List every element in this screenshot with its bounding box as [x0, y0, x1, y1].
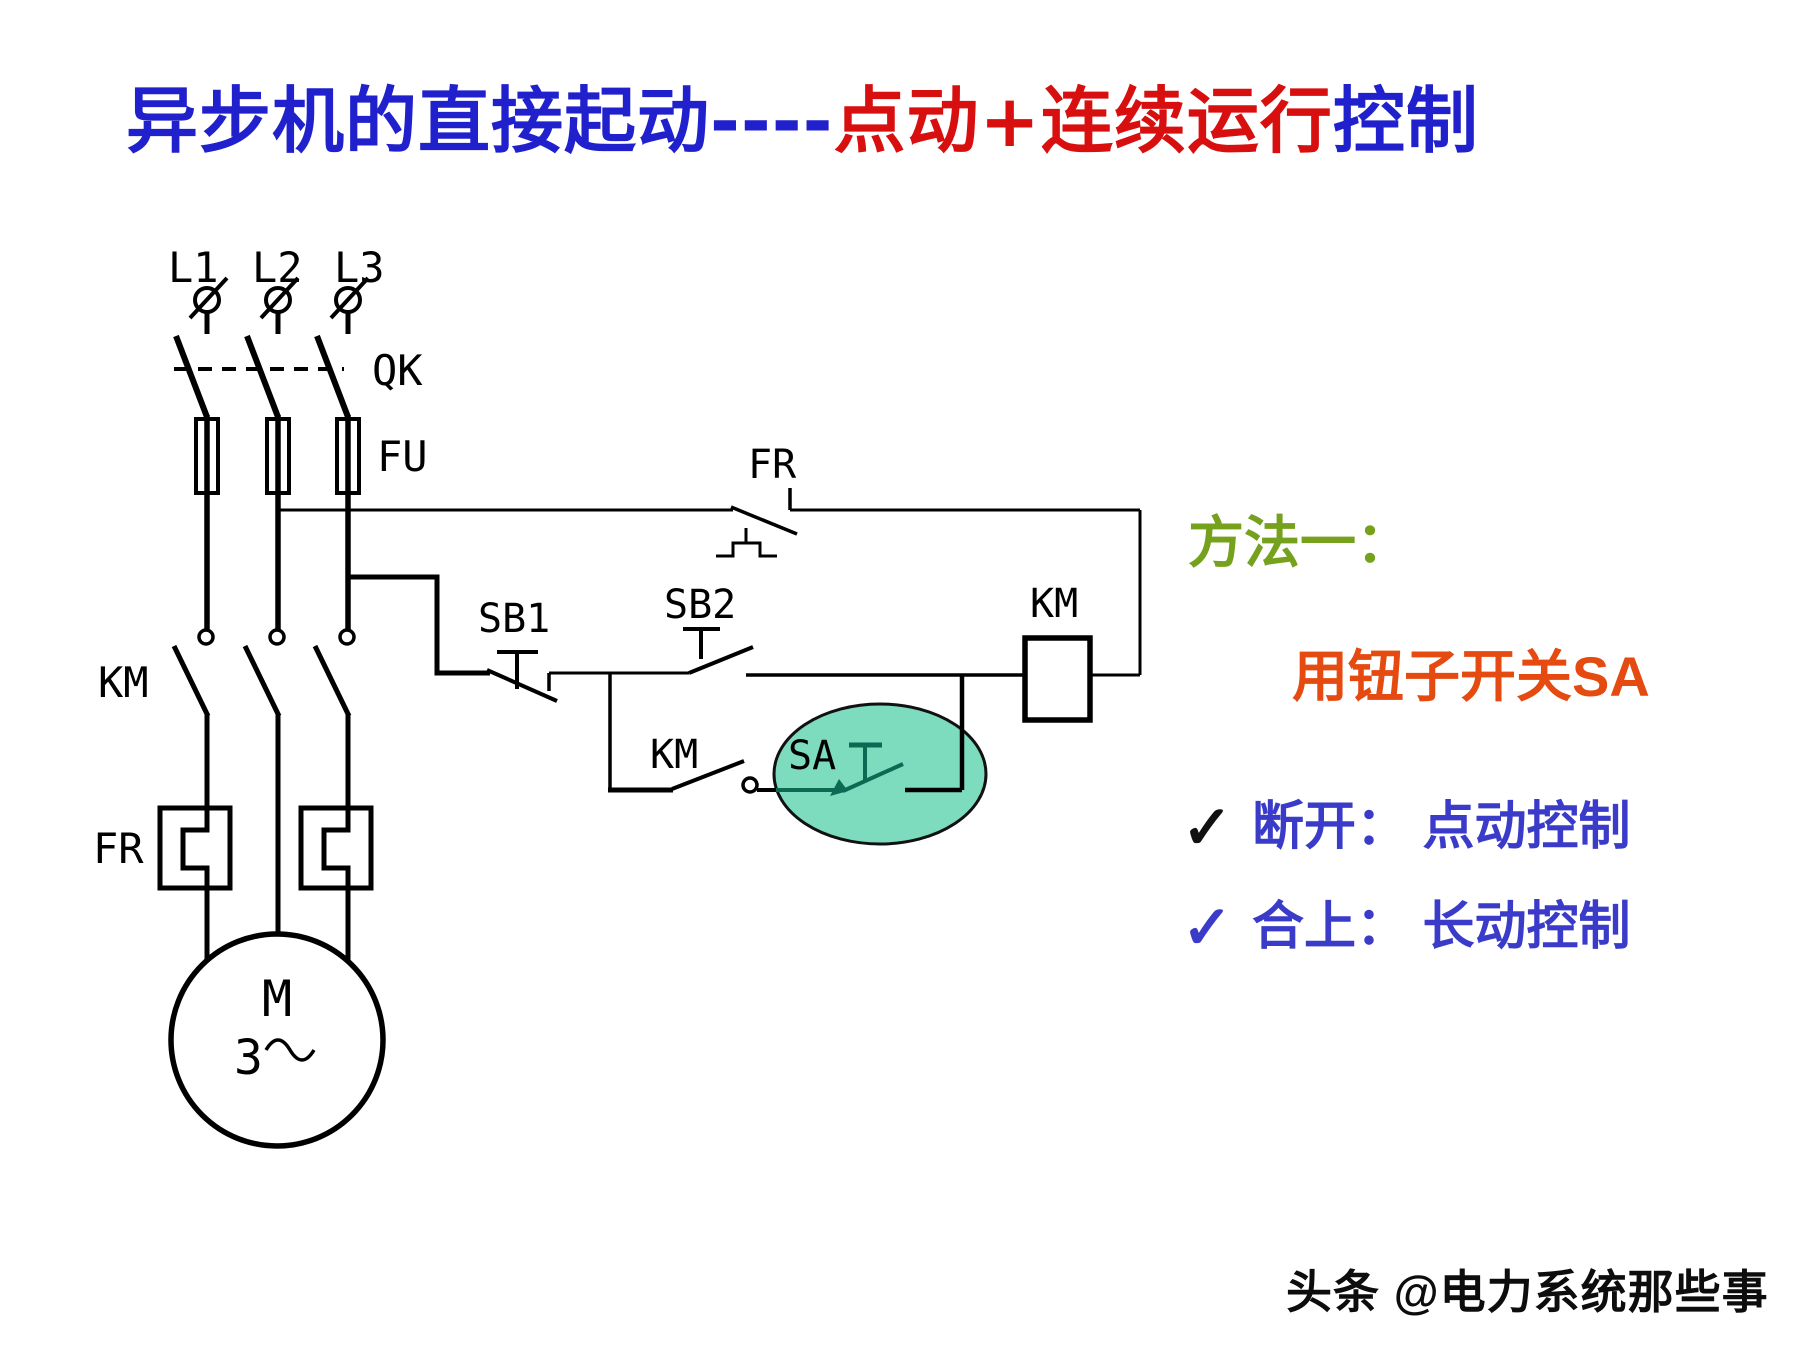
label-sa: SA [788, 733, 836, 779]
phase-l3-column [298, 276, 374, 962]
label-fr-ctrl: FR [748, 442, 797, 488]
checkmark-icon: ✓ [1182, 794, 1233, 861]
sb2-start-button [683, 627, 754, 675]
label-sb2: SB2 [664, 582, 736, 628]
km-aux-branch [608, 673, 965, 794]
motor: M 3 [168, 931, 386, 1149]
l2-fuse [265, 417, 291, 495]
l1-qk-blade [173, 334, 210, 419]
motor-m-label: M [262, 970, 292, 1028]
km-aux-contact-blade [671, 759, 745, 791]
notes-list: ✓ 断开： 点动控制 ✓ 合上： 长动控制 [1182, 798, 1630, 998]
l3-qk-blade [314, 334, 351, 419]
sa-toggle-switch [776, 742, 904, 796]
km-aux-contact-terminal [741, 776, 759, 794]
control-feed-from-l3 [348, 574, 490, 676]
motor-phase-label: 3 [234, 1030, 263, 1086]
sb2-blade [688, 645, 754, 675]
l3-fr-heater-box [298, 805, 374, 891]
label-sb1: SB1 [478, 596, 550, 642]
label-km-main: KM [98, 658, 149, 707]
checkmark-icon: ✓ [1182, 894, 1233, 961]
sa-blade [842, 762, 904, 793]
note-text-jog: 断开： 点动控制 [1252, 798, 1631, 856]
label-fr-main: FR [93, 824, 144, 873]
l1-km-contact-terminal [197, 628, 215, 646]
l2-terminal-slash [259, 276, 300, 320]
motor-sine-squiggle [264, 1038, 316, 1062]
label-qk: QK [372, 346, 423, 395]
km-coil [1022, 635, 1093, 723]
l1-fuse [194, 417, 220, 495]
label-l3: L3 [334, 243, 385, 292]
l3-fr-heater-element [321, 808, 351, 888]
phase-l2-column [242, 276, 300, 934]
title-red-part: 点动+连续运行 [833, 79, 1333, 163]
title-blue-suffix: 控制 [1332, 79, 1479, 163]
label-fu: FU [377, 432, 428, 481]
method-title: 方法一： [1188, 511, 1412, 574]
l1-fr-heater-element [180, 808, 210, 888]
l3-terminal-slash [329, 276, 370, 320]
page-title: 异步机的直接起动----点动+连续运行控制 [126, 62, 1479, 167]
method-subtitle: 用钮子开关SA [1292, 645, 1650, 708]
label-l1: L1 [168, 243, 219, 292]
l1-terminal-slash [188, 276, 229, 320]
note-item-jog: ✓ 断开： 点动控制 [1182, 798, 1630, 858]
l2-km-contact-terminal [268, 628, 286, 646]
label-km-aux: KM [650, 732, 698, 778]
fr-thermal-actuator [716, 541, 777, 558]
control-top-line [280, 508, 1142, 677]
label-km-coil: KM [1030, 581, 1078, 627]
phase-l1-column [157, 276, 233, 961]
note-item-continuous: ✓ 合上： 长动控制 [1182, 898, 1630, 958]
sb1-blade [486, 668, 558, 703]
l1-fr-heater-box [157, 805, 233, 891]
fr-nc-contact [716, 488, 798, 558]
l2-km-contact-blade [242, 644, 282, 718]
l3-km-contact-terminal [338, 628, 356, 646]
fr-contact-blade [730, 505, 798, 536]
l2-qk-blade [244, 334, 281, 419]
l1-km-contact-blade [171, 644, 211, 718]
l3-km-contact-blade [312, 644, 352, 718]
label-l2: L2 [252, 243, 303, 292]
watermark: 头条 @电力系统那些事 [1286, 1266, 1769, 1318]
title-blue-part: 异步机的直接起动---- [126, 79, 834, 163]
sb1-stop-button [486, 650, 558, 703]
l3-fuse [335, 417, 361, 495]
note-text-continuous: 合上： 长动控制 [1252, 898, 1631, 956]
